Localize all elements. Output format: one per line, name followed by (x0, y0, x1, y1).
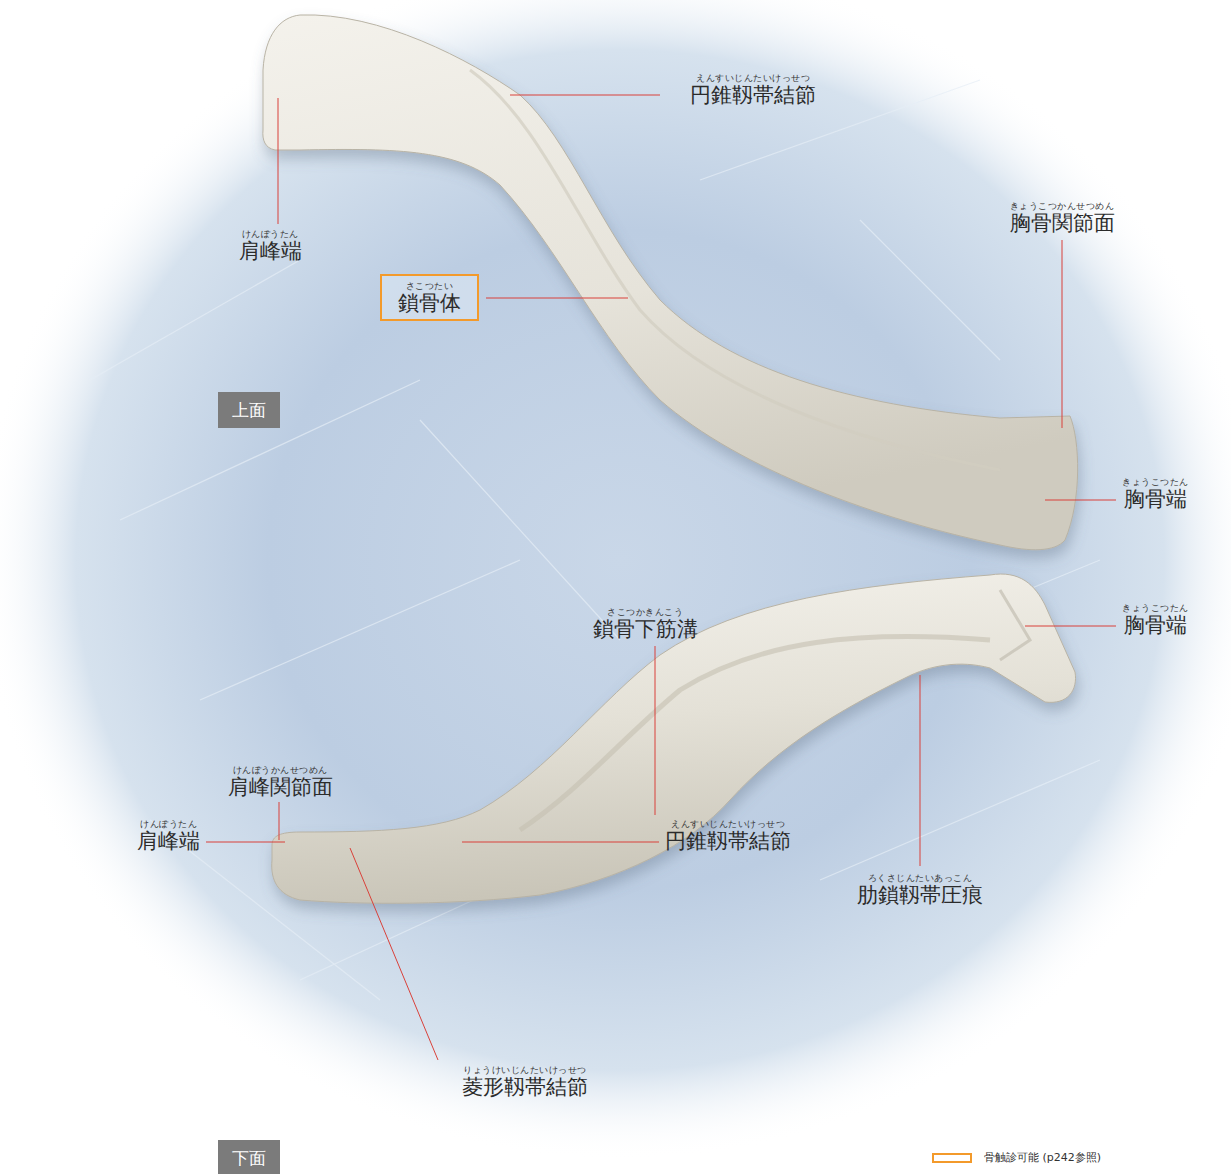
bone-shading (470, 70, 1000, 470)
reading: きょうこつかんせつめん (1010, 200, 1115, 212)
leader-line (278, 98, 279, 224)
reading: きょうこつたん (1122, 602, 1189, 614)
view-tag: 下面 (218, 1140, 280, 1174)
legend-swatch (932, 1153, 972, 1163)
node-text: 鎖骨体 (398, 292, 461, 315)
legend-entry: 骨触診可能 (p242参照) (932, 1151, 1101, 1165)
part-label: きょうこつたん胸骨端 (1122, 602, 1189, 637)
reading: さこつたい (398, 280, 461, 292)
leader-line (1045, 500, 1116, 501)
palpable-part-box: さこつたい鎖骨体 (380, 274, 479, 321)
part-name: 胸骨端 (1122, 614, 1189, 637)
part-label: ろくさじんたいあっこん肋鎖靱帯圧痕 (857, 872, 983, 907)
part-name: 肩峰関節面 (228, 776, 333, 799)
leader-line (1062, 240, 1063, 428)
part-name: 肩峰端 (239, 240, 302, 263)
reading: えんすいじんたいけっせつ (665, 818, 791, 830)
leader-line (462, 842, 659, 843)
leader-lines (206, 95, 1116, 1060)
part-label: えんすいじんたいけっせつ円錐靱帯結節 (690, 72, 816, 107)
part-name: 肩峰端 (137, 830, 200, 853)
bone-shading (1000, 590, 1030, 660)
leader-line (920, 675, 921, 866)
leader-line (1025, 626, 1116, 627)
part-label: けんぽうかんせつめん肩峰関節面 (228, 764, 333, 799)
part-label: きょうこつたん胸骨端 (1122, 476, 1189, 511)
leader-line (350, 848, 438, 1060)
part-name: 円錐靱帯結節 (690, 84, 816, 107)
leader-line (655, 646, 656, 815)
node-text: 上面 (228, 399, 270, 421)
part-name: 円錐靱帯結節 (665, 830, 791, 853)
view-tag: 上面 (218, 392, 280, 428)
legend-text: 骨触診可能 (p242参照) (984, 1151, 1101, 1164)
part-name: 菱形靱帯結節 (462, 1076, 588, 1099)
reading: えんすいじんたいけっせつ (690, 72, 816, 84)
clavicle-superior-view (263, 15, 1078, 550)
leader-line (486, 298, 628, 299)
reading: りょうけいじんたいけっせつ (462, 1064, 588, 1076)
leader-line (206, 842, 285, 843)
reading: さこつかきんこう (593, 606, 698, 618)
part-name: 胸骨関節面 (1010, 212, 1115, 235)
node-text: 下面 (228, 1147, 270, 1169)
reading: けんぽうたん (137, 818, 200, 830)
part-name: 鎖骨下筋溝 (593, 618, 698, 641)
reading: ろくさじんたいあっこん (857, 872, 983, 884)
leader-line (279, 802, 280, 840)
reading: けんぽうたん (239, 228, 302, 240)
part-label: さこつかきんこう鎖骨下筋溝 (593, 606, 698, 641)
part-label: えんすいじんたいけっせつ円錐靱帯結節 (665, 818, 791, 853)
part-label: りょうけいじんたいけっせつ菱形靱帯結節 (462, 1064, 588, 1099)
part-label: けんぽうたん肩峰端 (239, 228, 302, 263)
part-name: 胸骨端 (1122, 488, 1189, 511)
part-label: けんぽうたん肩峰端 (137, 818, 200, 853)
reading: けんぽうかんせつめん (228, 764, 333, 776)
reading: きょうこつたん (1122, 476, 1189, 488)
part-name: 肋鎖靱帯圧痕 (857, 884, 983, 907)
leader-line (510, 95, 660, 96)
part-label: きょうこつかんせつめん胸骨関節面 (1010, 200, 1115, 235)
clavicle-inferior-view (272, 574, 1076, 903)
